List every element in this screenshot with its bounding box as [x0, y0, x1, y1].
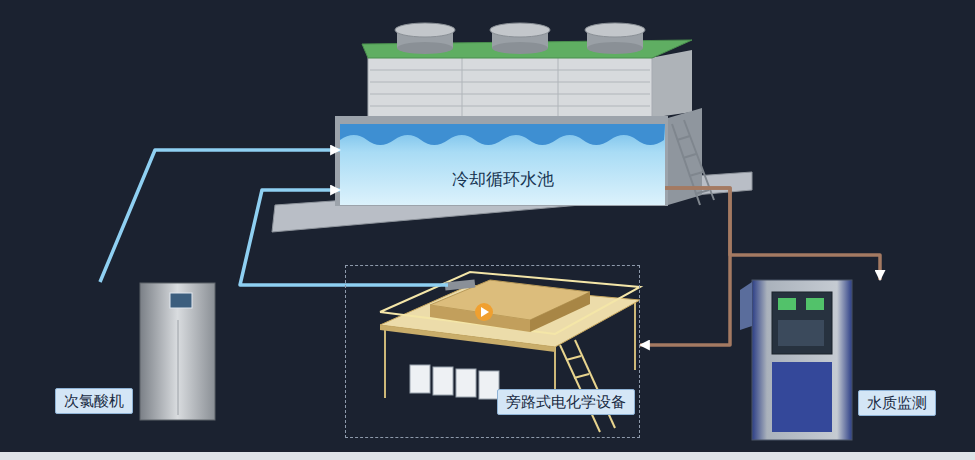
power-unit [433, 367, 453, 395]
duct [445, 279, 476, 290]
monitor-cabinet [752, 280, 852, 440]
pool-label: 冷却循环水池 [452, 168, 554, 191]
ladder-rung [677, 136, 690, 140]
fan-base [397, 42, 453, 54]
stair-step [566, 356, 581, 360]
monitor-panel [772, 292, 832, 354]
ladder-rung [695, 190, 709, 194]
fan [585, 23, 645, 54]
monitor-door [740, 282, 752, 330]
fan-base [492, 42, 548, 54]
louver-line [370, 82, 650, 83]
fan-top [490, 23, 550, 37]
equipment-label: 水质监测 [858, 390, 936, 416]
louver-line [370, 106, 650, 107]
pool-frame [335, 116, 668, 206]
fan-top [585, 23, 645, 37]
power-unit [410, 365, 430, 393]
tower-side [650, 50, 692, 118]
fan [395, 23, 455, 54]
monitor-screen [806, 298, 824, 310]
tower-body [368, 56, 652, 120]
power-unit [479, 371, 499, 399]
leg [384, 328, 386, 398]
power-unit [456, 369, 476, 397]
play-triangle [481, 307, 489, 317]
monitor-meters [778, 320, 824, 346]
ladder [672, 120, 714, 205]
tower-louvers [370, 58, 650, 118]
pipe-connector [240, 190, 345, 285]
louver-line [462, 58, 463, 118]
play-icon [475, 303, 493, 321]
ladder-rung [689, 172, 703, 176]
equipment-label: 旁路式电化学设备 [497, 389, 635, 415]
internal-pipe [345, 283, 448, 287]
leg [634, 302, 636, 370]
hypochlorite-machine: 次氯酸机 [50, 282, 220, 418]
stairs [560, 340, 615, 432]
ladder-rung [683, 154, 696, 158]
cabinet-seam [178, 320, 179, 415]
louver-line [370, 70, 650, 71]
bottom-strip [0, 452, 975, 460]
bypass-region: 旁路式电化学设备 [345, 265, 640, 438]
reactor-side [530, 292, 590, 332]
pipe-connector [640, 188, 730, 345]
pool-region: 冷却循环水池 [340, 140, 665, 205]
cabinet-screen [170, 293, 192, 308]
fan-top [395, 23, 455, 37]
louver-line [558, 58, 559, 118]
pool-waves [340, 124, 665, 145]
pipe-connector [665, 188, 880, 280]
monitor-machine: 水质监测 [750, 280, 938, 440]
platform-railing [380, 272, 640, 334]
fan [490, 23, 550, 54]
monitor-screen [778, 298, 796, 310]
equipment-label: 次氯酸机 [55, 388, 133, 414]
pipe-connector [100, 150, 340, 282]
hypochlorite-cabinet [140, 283, 215, 420]
pool-water [340, 124, 665, 205]
monitor-lower-panel [772, 362, 832, 432]
platform [380, 272, 640, 432]
stair-step [574, 374, 589, 378]
louver-line [370, 94, 650, 95]
fan-base [587, 42, 643, 54]
